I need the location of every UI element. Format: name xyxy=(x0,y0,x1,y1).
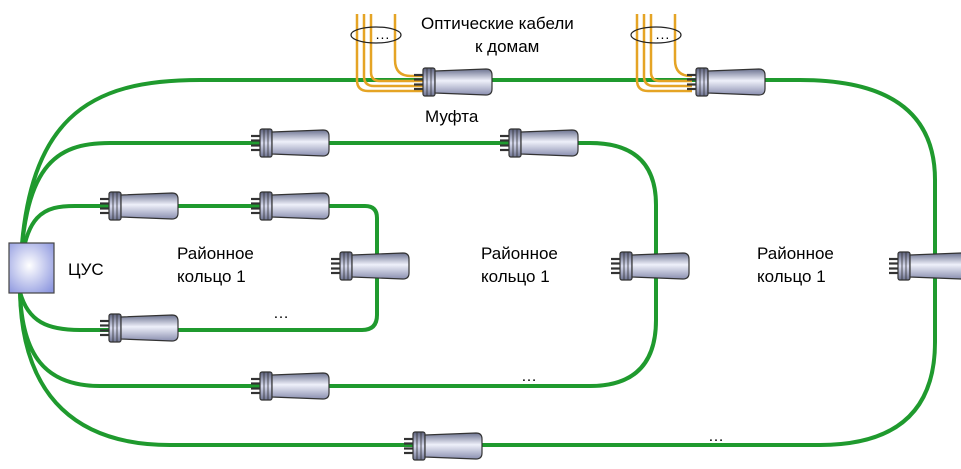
cables-label-line2: к домам xyxy=(475,37,540,56)
ring-outer xyxy=(18,78,937,447)
coupling-icon xyxy=(249,190,331,222)
coupling-icon xyxy=(98,190,180,222)
cable-bundle-markers: ... ... xyxy=(350,26,682,44)
central-station-box xyxy=(8,242,55,294)
bundle-ellipsis: ... xyxy=(656,26,671,42)
bundle-ellipse xyxy=(350,26,402,44)
ellipsis-inner: … xyxy=(273,305,292,322)
ring-label-middle-line1: Районное xyxy=(481,244,558,263)
coupling-icon xyxy=(887,250,961,282)
ring-label-outer-line1: Районное xyxy=(757,244,834,263)
coupling-icon xyxy=(609,250,691,282)
coupling-icon xyxy=(249,370,331,402)
rings xyxy=(18,78,937,447)
coupling-icon xyxy=(98,312,180,344)
ring-label-middle-line2: кольцо 1 xyxy=(481,267,550,286)
cables-label-line1: Оптические кабели xyxy=(421,14,574,33)
bundle-ellipse xyxy=(630,26,682,44)
ring-label-inner-line1: Районное xyxy=(177,244,254,263)
coupling-icon xyxy=(249,127,331,159)
coupling-icon xyxy=(412,66,494,98)
coupling-icon xyxy=(498,127,580,159)
couplings xyxy=(98,66,961,462)
ring-inner xyxy=(18,204,379,332)
coupling-icon xyxy=(402,430,484,462)
ring-label-inner-line2: кольцо 1 xyxy=(177,267,246,286)
ellipsis-middle: … xyxy=(521,368,540,385)
coupling-icon xyxy=(685,66,767,98)
house-cables xyxy=(355,14,692,93)
ring-middle xyxy=(18,141,658,388)
coupling-icon xyxy=(329,250,411,282)
center-label: ЦУС xyxy=(68,260,104,279)
ellipsis-outer: … xyxy=(708,428,727,445)
bundle-ellipsis: ... xyxy=(376,26,391,42)
ring-label-outer-line2: кольцо 1 xyxy=(757,267,826,286)
coupling-label: Муфта xyxy=(425,107,479,126)
